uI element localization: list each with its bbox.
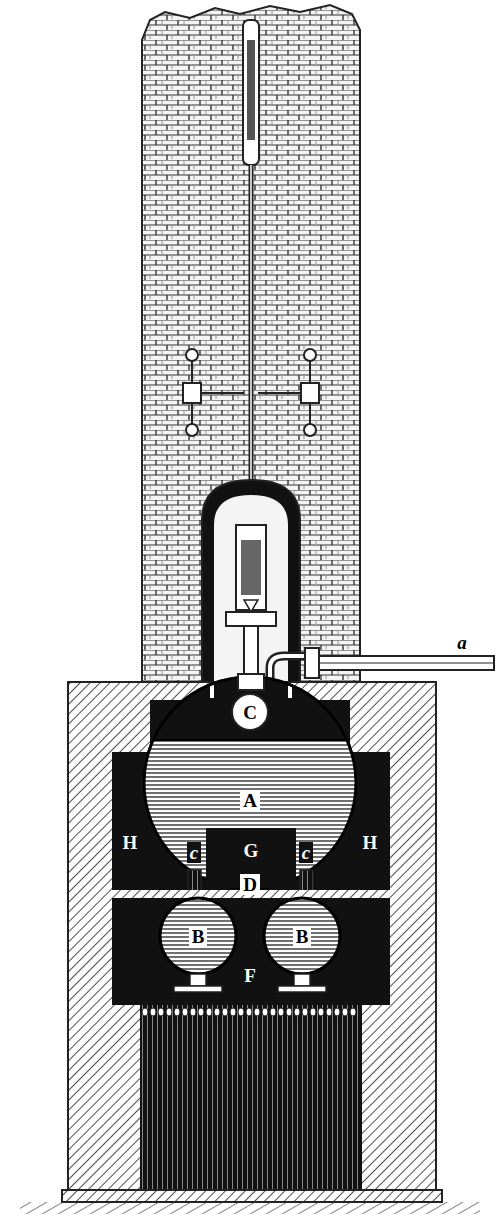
grate-bar bbox=[302, 1008, 308, 1016]
grate-bar bbox=[198, 1008, 204, 1016]
grate-bar bbox=[350, 1008, 356, 1016]
grate-bar bbox=[238, 1008, 244, 1016]
part-letter: A bbox=[240, 790, 260, 811]
grate-bar bbox=[342, 1008, 348, 1016]
part-letter: a bbox=[454, 632, 470, 653]
part-letter: D bbox=[240, 874, 260, 895]
grate-bar bbox=[310, 1008, 316, 1016]
part-letter: c bbox=[187, 842, 201, 863]
grate-bar bbox=[166, 1008, 172, 1016]
part-letter: B bbox=[189, 926, 208, 947]
part-letter: H bbox=[360, 832, 381, 853]
grate-bar bbox=[334, 1008, 340, 1016]
grate-bar bbox=[294, 1008, 300, 1016]
grate-bar bbox=[318, 1008, 324, 1016]
grate-bar bbox=[326, 1008, 332, 1016]
part-letter: G bbox=[241, 840, 262, 861]
part-letter: C bbox=[240, 702, 260, 723]
grate-bar bbox=[230, 1008, 236, 1016]
grate-bar bbox=[174, 1008, 180, 1016]
part-letter: F bbox=[241, 965, 259, 986]
grate-bar bbox=[278, 1008, 284, 1016]
grate-bar bbox=[214, 1008, 220, 1016]
grate-bar bbox=[206, 1008, 212, 1016]
grate-bar bbox=[182, 1008, 188, 1016]
grate-bar bbox=[270, 1008, 276, 1016]
part-letter: H bbox=[120, 832, 141, 853]
part-letter: B bbox=[293, 926, 312, 947]
grate-bar bbox=[286, 1008, 292, 1016]
grate-bar bbox=[254, 1008, 260, 1016]
grate-bar bbox=[222, 1008, 228, 1016]
grate-bar bbox=[158, 1008, 164, 1016]
grate-bar bbox=[150, 1008, 156, 1016]
grate-bar bbox=[190, 1008, 196, 1016]
grate-bar bbox=[262, 1008, 268, 1016]
grate-bar bbox=[246, 1008, 252, 1016]
grate-bar bbox=[142, 1008, 148, 1016]
part-letter: c bbox=[299, 842, 313, 863]
